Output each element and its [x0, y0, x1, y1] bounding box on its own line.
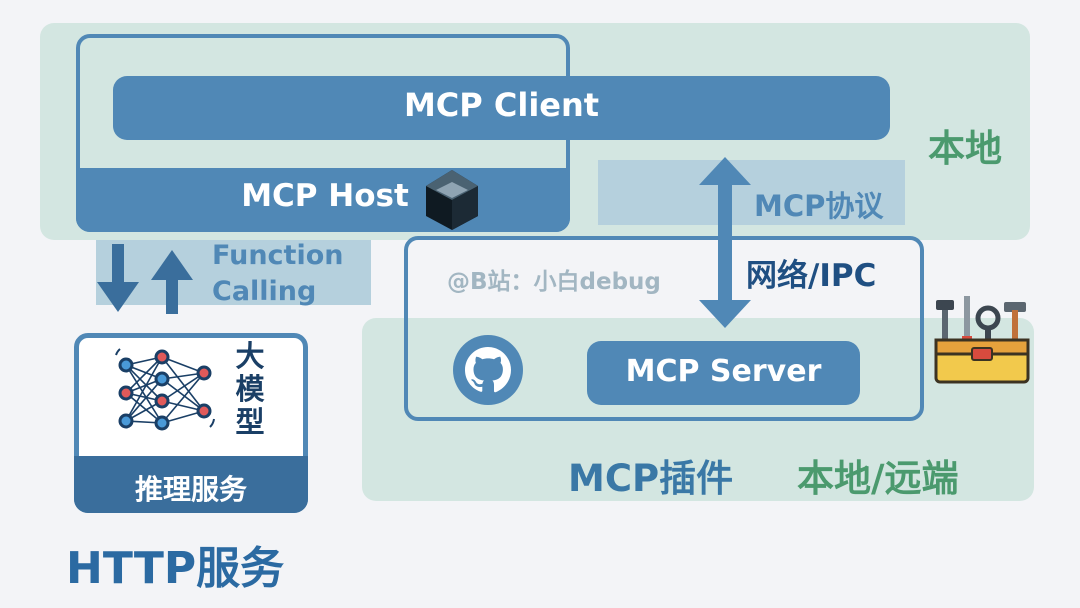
function-calling-line2: Calling [212, 276, 317, 307]
local-label: 本地 [928, 127, 1002, 170]
mcp-server-bar [587, 341, 860, 405]
toolbox-icon [934, 296, 1030, 384]
model-label-char-2: 模 [235, 372, 265, 406]
host-logo-icon [426, 170, 478, 230]
github-icon [453, 335, 523, 405]
plugin-frame [404, 236, 924, 421]
inference-bar [74, 456, 308, 513]
mcp-server-title: MCP Server [625, 354, 822, 389]
protocol-band [598, 160, 905, 225]
watermark: @B站：小白debug [447, 269, 661, 295]
model-label-char-1: 大 [235, 339, 265, 373]
http-label: HTTP服务 [66, 543, 285, 594]
inference-title: 推理服务 [134, 473, 247, 506]
mcp-host-title: MCP Host [241, 178, 409, 214]
function-calling-label: Function Calling [212, 238, 343, 310]
protocol-label: MCP协议 [754, 189, 884, 223]
mcp-host-bar [76, 168, 570, 232]
neural-network-icon [115, 348, 215, 431]
transport-label: 网络/IPC [746, 258, 877, 294]
function-calling-band [96, 240, 371, 305]
plugin-label: MCP插件 [568, 457, 734, 500]
model-label-char-3: 型 [235, 405, 265, 439]
mcp-client-bar [113, 76, 890, 140]
mcp-client-title: MCP Client [403, 86, 600, 124]
scope-label: 本地/远端 [797, 457, 959, 500]
function-calling-line1: Function [212, 240, 344, 271]
model-label: 大 模 型 [230, 340, 270, 439]
